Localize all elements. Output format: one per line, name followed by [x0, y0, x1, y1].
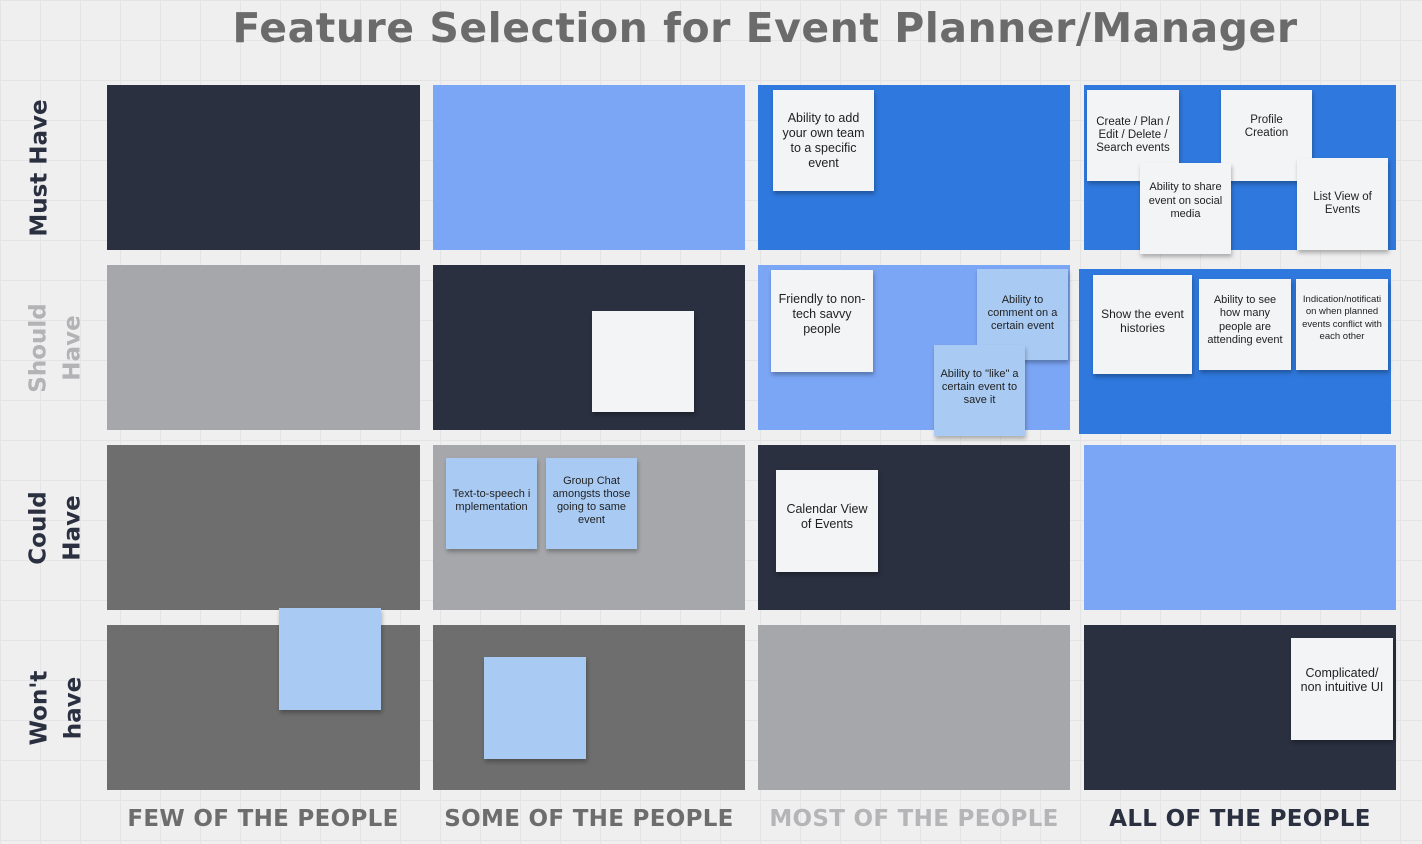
sticky-note[interactable]: Complicated/ non intuitive UI [1291, 638, 1393, 740]
column-label-few: FEW OF THE PEOPLE [127, 806, 399, 832]
row-label-must-have: Must Have [10, 85, 70, 250]
sticky-note[interactable]: Show the event histories [1093, 275, 1192, 374]
sticky-note[interactable] [279, 608, 381, 710]
sticky-note[interactable]: Text-to-speech implementation [446, 458, 537, 549]
sticky-note[interactable]: Friendly to non-tech savvy people [771, 270, 873, 372]
sticky-note[interactable]: Group Chat amongsts those going to same … [546, 458, 637, 549]
sticky-note[interactable] [484, 657, 586, 759]
column-label-most: MOST OF THE PEOPLE [769, 806, 1059, 832]
row-label-should-have: Should Have [26, 265, 86, 430]
page-title: Feature Selection for Event Planner/Mana… [232, 4, 1298, 52]
cell-wont-some[interactable] [433, 625, 745, 790]
cell-wont-most[interactable] [758, 625, 1070, 790]
row-label-text: Must Have [27, 98, 54, 237]
sticky-note[interactable]: List View of Events [1297, 158, 1388, 250]
cell-should-few[interactable] [107, 265, 420, 430]
sticky-note[interactable] [592, 311, 694, 412]
sticky-note[interactable]: Indication/notification when planned eve… [1296, 279, 1388, 370]
sticky-note[interactable]: Calendar View of Events [776, 470, 878, 572]
row-label-text: Won't have [26, 670, 87, 745]
column-label-some: SOME OF THE PEOPLE [444, 806, 734, 832]
row-label-text: Could Have [26, 490, 86, 565]
column-label-all: ALL OF THE PEOPLE [1109, 806, 1371, 832]
cell-could-all[interactable] [1084, 445, 1396, 610]
cell-must-some[interactable] [433, 85, 745, 250]
sticky-note[interactable]: Ability to comment on a certain event [977, 269, 1068, 360]
row-label-wont-have: Won't have [26, 625, 86, 790]
sticky-note[interactable]: Ability to add your own team to a specif… [773, 90, 874, 191]
cell-could-few[interactable] [107, 445, 420, 610]
row-label-could-have: Could Have [26, 445, 86, 610]
sticky-note[interactable]: Profile Creation [1221, 90, 1312, 181]
sticky-note[interactable]: Ability to share event on social media [1140, 163, 1231, 254]
sticky-note[interactable]: Ability to "like" a certain event to sav… [934, 345, 1025, 436]
cell-should-some[interactable] [433, 265, 745, 430]
sticky-note[interactable]: Ability to see how many people are atten… [1199, 279, 1291, 370]
cell-must-few[interactable] [107, 85, 420, 250]
row-label-text: Should Have [26, 302, 86, 393]
